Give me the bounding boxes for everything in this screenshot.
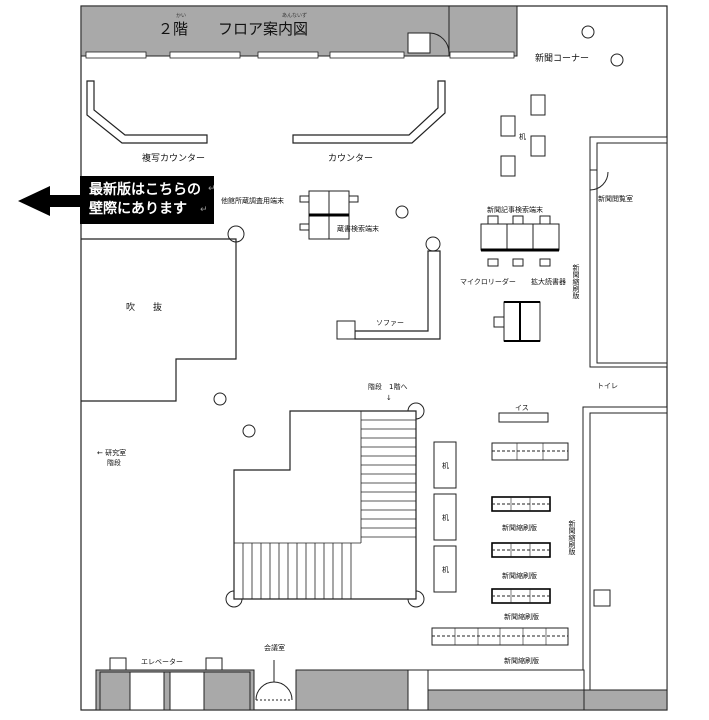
atrium xyxy=(81,238,237,402)
sofa-label: ソファー xyxy=(376,319,404,327)
desk-2-label: 机 xyxy=(442,513,449,522)
lab-stairs-line1: ← 研究室 xyxy=(97,448,126,457)
stairs xyxy=(233,410,417,600)
top-wall-right xyxy=(448,5,518,57)
atrium-label: 吹 抜 xyxy=(126,301,162,313)
meeting-room-label: 会議室 xyxy=(264,643,285,652)
ruby-annai: あんないず xyxy=(282,12,307,19)
floor-outline xyxy=(80,5,668,711)
counter-label: カウンター xyxy=(328,153,373,164)
elevator-label: エレベーター xyxy=(141,657,183,666)
reduced-4-label: 新聞縮刷版 xyxy=(504,656,539,665)
notice-line1: 最新版はこちらの xyxy=(89,181,201,198)
newspaper-article-terminal-label: 新聞記事検索端末 xyxy=(487,205,543,214)
notice-line2: 壁際にあります xyxy=(89,200,187,217)
magnifier-label: 拡大読書器 xyxy=(531,277,566,286)
copy-counter-label: 複写カウンター xyxy=(142,152,205,164)
stairs-down-arrow: ↓ xyxy=(386,394,392,402)
counter xyxy=(292,80,446,144)
other-library-terminal-label: 他館所蔵調査用端末 xyxy=(221,196,284,205)
newspaper-reduced-vertical-1: 新聞縮刷版 xyxy=(572,263,580,300)
desk-1-label: 机 xyxy=(442,461,449,470)
newspaper-reduced-vertical-2: 新聞縮刷版 xyxy=(568,519,576,556)
reduced-2-label: 新聞縮刷版 xyxy=(502,571,537,580)
newspaper-corner-label: 新聞コーナー xyxy=(535,52,589,64)
newspaper-reading-room-label: 新聞閲覧室 xyxy=(598,194,633,203)
copy-counter xyxy=(86,80,208,144)
stair-steps xyxy=(234,411,416,599)
reduced-3-label: 新聞縮刷版 xyxy=(504,612,539,621)
lab-stairs-line2: 階段 xyxy=(107,458,121,467)
microreader-label: マイクロリーダー xyxy=(460,277,516,286)
desk-3-label: 机 xyxy=(442,565,449,574)
desk-upper-label: 机 xyxy=(519,132,526,141)
map-title: ２階 フロア案内図 xyxy=(158,20,308,38)
stairs-to-1f-label: 階段 1階へ xyxy=(368,382,407,391)
reduced-1-label: 新聞縮刷版 xyxy=(502,523,537,532)
chair-label: イス xyxy=(515,404,529,412)
collection-terminal-label: 蔵書検索端末 xyxy=(337,224,379,233)
notice-box xyxy=(80,176,214,224)
notice-mark2: ↵ xyxy=(200,205,208,215)
toilet-label: トイレ xyxy=(597,382,618,390)
notice-arrow xyxy=(18,186,80,216)
notice-mark1: ↵ xyxy=(208,184,216,194)
ruby-kai: かい xyxy=(176,12,186,19)
top-wall xyxy=(80,5,450,57)
